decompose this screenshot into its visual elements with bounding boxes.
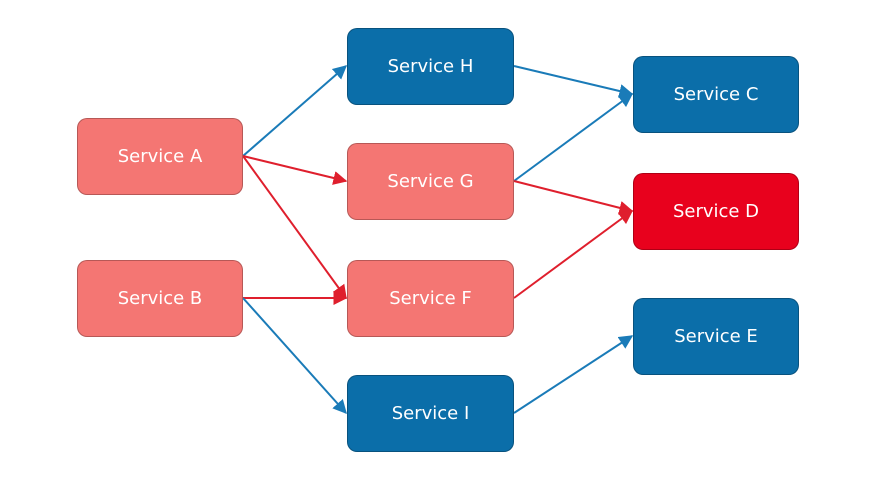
service-a-node[interactable]: Service A xyxy=(77,118,243,195)
edge-a-g xyxy=(242,155,348,185)
service-d-node[interactable]: Service D xyxy=(633,173,799,250)
service-d-label: Service D xyxy=(672,201,760,222)
edge-b-i xyxy=(242,297,347,415)
edge-a-f xyxy=(242,155,347,300)
edge-h-c xyxy=(513,65,634,98)
service-e-label: Service E xyxy=(674,326,758,347)
service-g-node[interactable]: Service G xyxy=(347,143,514,220)
service-g-label: Service G xyxy=(387,171,474,192)
service-c-node[interactable]: Service C xyxy=(633,56,799,133)
service-h-node[interactable]: Service H xyxy=(347,28,514,105)
service-b-node[interactable]: Service B xyxy=(77,260,243,337)
service-a-label: Service A xyxy=(117,146,203,167)
service-e-node[interactable]: Service E xyxy=(633,298,799,375)
edge-g-c xyxy=(513,93,634,182)
service-c-label: Service C xyxy=(673,84,759,105)
service-b-label: Service B xyxy=(117,288,203,309)
service-i-node[interactable]: Service I xyxy=(347,375,514,452)
edge-g-d xyxy=(513,180,634,215)
edge-a-h xyxy=(242,65,348,157)
edge-i-e xyxy=(513,335,634,414)
service-f-node[interactable]: Service F xyxy=(347,260,514,337)
service-h-label: Service H xyxy=(387,56,474,77)
service-f-label: Service F xyxy=(389,288,472,309)
edge-f-d xyxy=(513,210,634,299)
service-i-label: Service I xyxy=(391,403,470,424)
